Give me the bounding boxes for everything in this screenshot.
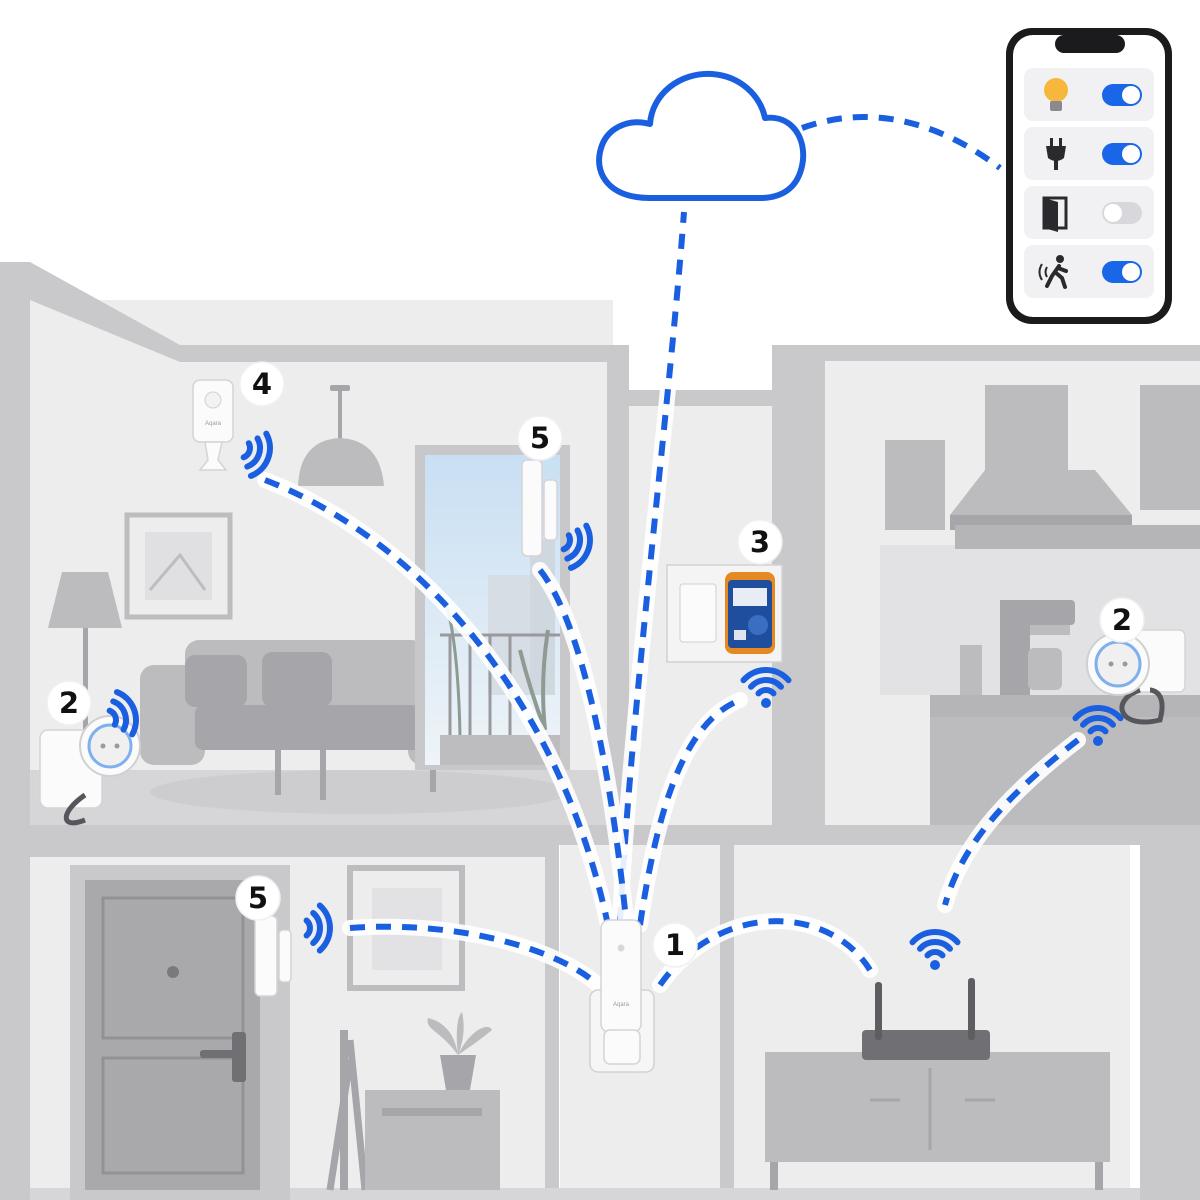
badge-label: 5	[248, 881, 268, 915]
wave-icon-entry-sensor	[303, 902, 333, 954]
front-door	[70, 865, 290, 1200]
phone-row-plug	[1024, 127, 1154, 180]
badge-plug-living: 2	[46, 680, 92, 726]
badge-plug-kitchen: 2	[1099, 597, 1145, 643]
smartphone	[1006, 28, 1172, 324]
badge-motion-sensor: 4	[239, 361, 285, 407]
toggle-switch[interactable]	[1102, 261, 1142, 283]
badge-label: 4	[252, 367, 272, 401]
coat-stand	[326, 1030, 369, 1191]
balcony-door	[415, 445, 570, 770]
hub-brand-label: Aqara	[613, 1002, 630, 1008]
badge-label: 2	[59, 686, 79, 720]
wave-icon-plug-kitchen	[1072, 705, 1124, 735]
smart-plug-kitchen	[1086, 629, 1186, 725]
brand-label: Aqara	[205, 421, 222, 427]
connection-lines	[257, 109, 1086, 993]
pendant-lamp	[298, 385, 384, 486]
wifi-dot	[1093, 736, 1103, 746]
wifi-dot	[930, 960, 940, 970]
badge-label: 1	[665, 928, 685, 962]
lightbulb-icon	[1044, 78, 1068, 111]
plug-icon	[1046, 138, 1066, 170]
phone-row-door	[1024, 186, 1154, 239]
hub: Aqara	[589, 919, 655, 1073]
toggle-switch[interactable]	[1102, 202, 1142, 224]
toggle-switch[interactable]	[1102, 143, 1142, 165]
wave-icon-relay	[740, 667, 792, 697]
motion-sensor: Aqara	[192, 379, 234, 471]
cloud-icon	[596, 70, 807, 201]
wave-icon-balcony-sensor	[560, 522, 593, 571]
coffee-table	[270, 718, 440, 800]
door-sensor-entry	[254, 915, 292, 997]
badge-door-sensor-entry: 5	[235, 875, 281, 921]
wave-icon-motion-sensor	[240, 430, 273, 479]
badge-door-sensor-balcony: 5	[517, 415, 563, 461]
smart-plug-living	[39, 715, 141, 826]
motion-icon	[1038, 255, 1068, 289]
badge-label: 3	[750, 525, 770, 559]
tv-console	[765, 1052, 1110, 1190]
wall-relay-module	[666, 564, 783, 663]
door-icon	[1042, 196, 1068, 232]
wave-icon-router	[909, 929, 961, 959]
door-sensor-balcony	[521, 459, 558, 557]
phone-row-lightbulb	[1024, 68, 1154, 121]
picture-frame	[124, 512, 233, 620]
wifi-dot	[761, 698, 771, 708]
badge-label: 2	[1112, 603, 1132, 637]
badge-hub: 1	[652, 922, 698, 968]
living-room	[48, 385, 570, 814]
badge-relay: 3	[737, 519, 783, 565]
kitchen	[880, 385, 1200, 825]
badge-label: 5	[530, 421, 550, 455]
wifi-router	[862, 978, 990, 1060]
phone-row-motion	[1024, 245, 1154, 298]
toggle-switch[interactable]	[1102, 84, 1142, 106]
potted-plant	[427, 1012, 492, 1090]
phone-notch	[1055, 35, 1125, 53]
